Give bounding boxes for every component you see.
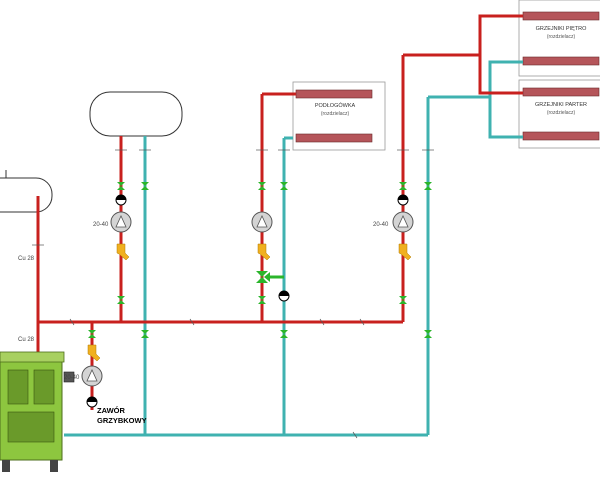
ground-radiators-manifold-box: GRZEJNIKI PARTER (rozdzielacz)	[518, 79, 600, 149]
buffer-tank-top	[89, 91, 183, 137]
pump-branch-3	[392, 194, 414, 261]
ball-valve-icon	[141, 330, 149, 338]
ball-valve-icon	[399, 296, 407, 304]
strainer-filter-icon	[398, 243, 412, 261]
boiler	[0, 351, 75, 472]
circulation-pump-icon	[110, 211, 132, 233]
ball-valve-icon	[424, 182, 432, 190]
ball-valve-icon	[88, 330, 96, 338]
upper-radiators-manifold-box: GRZEJNIKI PIĘTRO (rozdzielacz)	[518, 0, 600, 77]
pump-branch-boiler	[81, 344, 103, 408]
buffer-tank-left	[0, 170, 53, 213]
circulation-pump-icon	[392, 211, 414, 233]
pump-1-label: 20-40	[93, 222, 109, 228]
pipe-fitting-marks	[32, 149, 434, 439]
check-valve-icon	[278, 290, 290, 302]
ball-valve-icon	[280, 182, 288, 190]
ball-valve-icon	[399, 182, 407, 190]
floor-heating-manifold-box: PODŁOGÓWKA (rozdzielacz)	[292, 81, 386, 151]
circulation-pump-icon	[251, 211, 273, 233]
mixing-bypass-arrow	[264, 272, 270, 282]
cu-upper-label: Cu 28	[18, 256, 35, 262]
strainer-filter-icon	[116, 243, 130, 261]
strainer-filter-icon	[257, 243, 271, 261]
pump-branch-1	[110, 194, 132, 261]
ball-valves	[88, 182, 432, 338]
pump-boiler-label: 20-40	[64, 375, 80, 381]
upper-radiators-subtitle: (rozdzielacz)	[547, 34, 576, 40]
ground-radiators-title: GRZEJNIKI PARTER	[535, 102, 587, 108]
check-valve-icon	[86, 396, 98, 408]
pump-3-label: 20-40	[373, 222, 389, 228]
ball-valve-icon	[141, 182, 149, 190]
supply-pipes	[36, 14, 523, 410]
check-valve-icon	[397, 194, 409, 206]
check-valve-icon	[115, 194, 127, 206]
ball-valve-icon	[117, 182, 125, 190]
ball-valve-icon	[117, 296, 125, 304]
floor-heating-subtitle: (rozdzielacz)	[321, 111, 350, 117]
ball-valve-icon	[258, 296, 266, 304]
ball-valve-icon	[280, 330, 288, 338]
mushroom-valve-label-line1: ZAWÓR	[97, 406, 125, 415]
pump-branch-2	[251, 211, 290, 302]
ball-valve-icon	[424, 330, 432, 338]
floor-heating-title: PODŁOGÓWKA	[315, 102, 356, 109]
three-way-valve-icon	[256, 271, 268, 277]
cu-lower-label: Cu 28	[18, 337, 35, 343]
mushroom-valve-label-line2: GRZYBKOWY	[97, 416, 147, 425]
ground-radiators-subtitle: (rozdzielacz)	[547, 110, 576, 116]
upper-radiators-title: GRZEJNIKI PIĘTRO	[536, 26, 587, 32]
circulation-pump-icon	[81, 365, 103, 387]
strainer-filter-icon	[87, 344, 101, 362]
ball-valve-icon	[258, 182, 266, 190]
